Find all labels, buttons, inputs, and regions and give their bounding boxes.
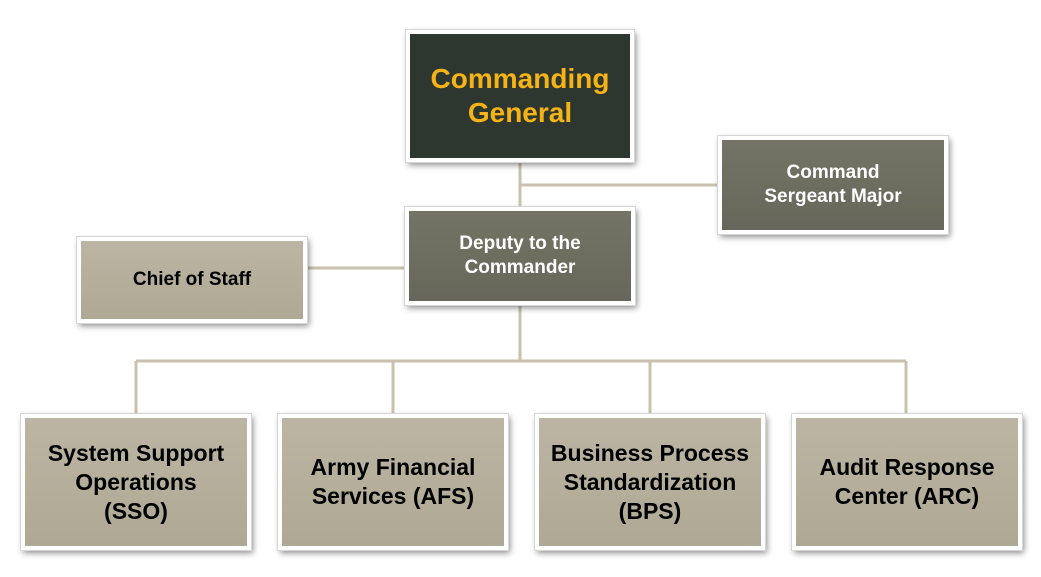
directorate-bps-label: Business Process Standardization (BPS) bbox=[550, 439, 750, 524]
directorate-afs-label: Army Financial Services (AFS) bbox=[310, 454, 476, 509]
directorate-sso-label: System Support Operations (SSO) bbox=[47, 439, 225, 524]
deputy-to-commander-box: Deputy to the Commander bbox=[405, 207, 635, 305]
command-sergeant-major-label: Command Sergeant Major bbox=[764, 162, 902, 207]
chief-of-staff-label: Chief of Staff bbox=[132, 269, 252, 290]
chief-of-staff-box: Chief of Staff bbox=[77, 237, 307, 323]
directorate-sso-box: System Support Operations (SSO) bbox=[21, 414, 251, 550]
directorate-afs-box: Army Financial Services (AFS) bbox=[278, 414, 508, 550]
commanding-general-box: Commanding General bbox=[406, 30, 634, 162]
directorate-arc-box: Audit Response Center (ARC) bbox=[792, 414, 1022, 550]
commanding-general-label: Commanding General bbox=[430, 63, 610, 128]
directorate-bps-box: Business Process Standardization (BPS) bbox=[535, 414, 765, 550]
directorate-arc-label: Audit Response Center (ARC) bbox=[819, 454, 995, 509]
command-sergeant-major-box: Command Sergeant Major bbox=[718, 136, 948, 234]
deputy-to-commander-label: Deputy to the Commander bbox=[459, 233, 581, 278]
